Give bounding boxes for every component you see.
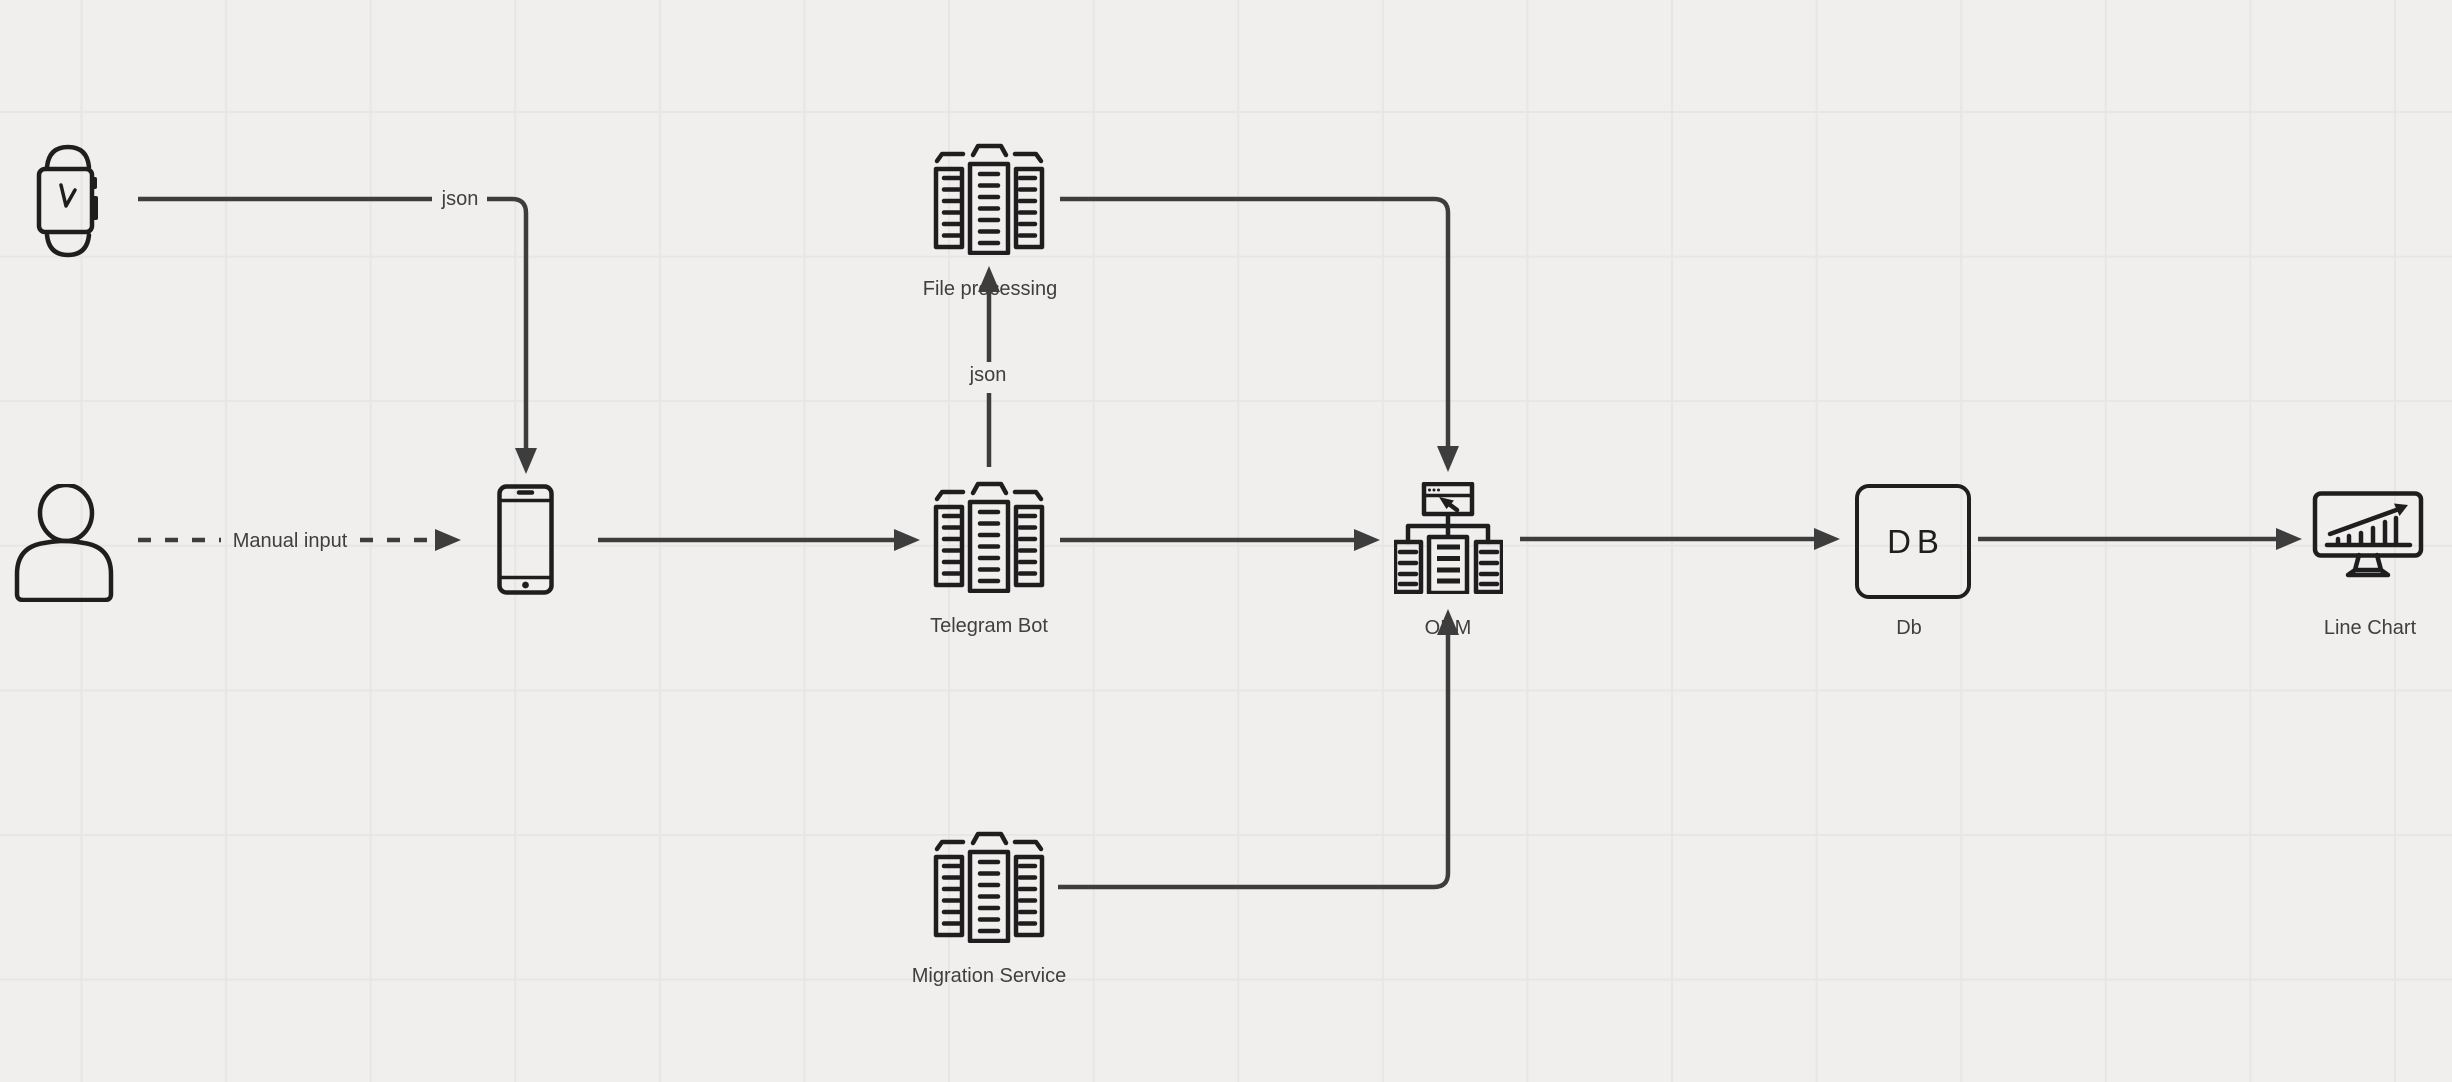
node-telegram-bot[interactable]: [933, 481, 1045, 593]
node-label-telegram-bot: Telegram Bot: [930, 615, 1048, 637]
server-stack-icon: [933, 481, 1045, 593]
smartwatch-icon: [36, 144, 98, 258]
server-stack-icon: [933, 143, 1045, 255]
edge-watch-to-phone[interactable]: [138, 196, 537, 474]
smartphone-icon: [497, 484, 554, 595]
edge-db-to-line-chart[interactable]: [1978, 528, 2302, 550]
node-label-line-chart: Line Chart: [2323, 617, 2417, 639]
db-box-text: DB: [1887, 522, 1945, 560]
node-smartphone[interactable]: [497, 484, 554, 595]
node-label-orm: ORM: [1424, 617, 1472, 639]
node-label-db: Db: [1896, 617, 1922, 639]
sitemap-icon: [1394, 482, 1503, 594]
line-chart-icon: [2312, 491, 2424, 578]
node-smartwatch[interactable]: [36, 144, 100, 258]
node-db[interactable]: DB: [1855, 484, 1971, 599]
edge-label-json-telegram: json: [969, 364, 1007, 386]
edge-label-manual-input: Manual input: [232, 530, 348, 552]
node-line-chart[interactable]: [2311, 491, 2425, 584]
node-label-file-processing: File processing: [922, 278, 1058, 300]
node-user[interactable]: [14, 484, 114, 602]
edge-migration-service-to-orm[interactable]: [1058, 609, 1459, 890]
person-icon: [14, 484, 114, 602]
edge-label-json-watch: json: [441, 188, 479, 210]
edge-orm-to-db[interactable]: [1520, 528, 1840, 550]
node-file-processing[interactable]: [933, 143, 1045, 255]
node-label-migration-service: Migration Service: [911, 965, 1067, 987]
edge-file-processing-to-orm[interactable]: [1060, 196, 1459, 472]
node-migration-service[interactable]: [933, 831, 1045, 943]
server-stack-icon: [933, 831, 1045, 943]
node-orm[interactable]: [1394, 482, 1503, 594]
edge-phone-to-telegram-bot[interactable]: [598, 529, 920, 551]
edge-telegram-bot-to-orm[interactable]: [1060, 529, 1380, 551]
